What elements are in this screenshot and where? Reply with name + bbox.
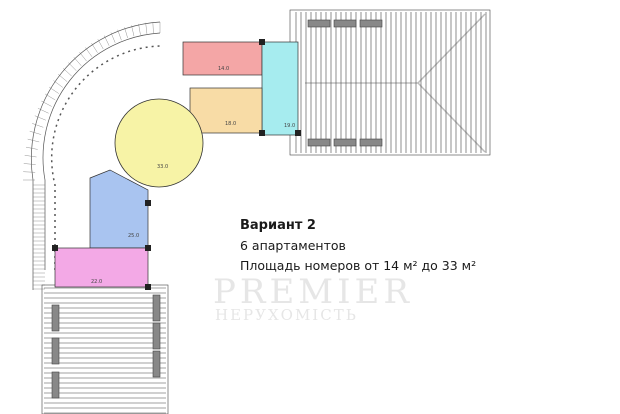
variant-title: Вариант 2 (240, 218, 316, 233)
watermark-brand: PREMIER (213, 272, 413, 312)
svg-text:25.0: 25.0 (128, 233, 139, 239)
room-19: 19.0 (261, 41, 299, 136)
watermark-sub: НЕРУХОМІСТЬ (215, 306, 358, 324)
svg-text:22.0: 22.0 (91, 279, 102, 285)
svg-text:14.0: 14.0 (218, 66, 229, 72)
room-22: 22.0 (54, 247, 149, 288)
plan-info: Вариант 2 6 апартаментов Площадь номеров… (240, 216, 476, 276)
apartments-count: 6 апартаментов (240, 238, 346, 253)
columns (52, 39, 301, 290)
svg-text:18.0: 18.0 (225, 121, 236, 127)
right-roof (289, 9, 491, 156)
room-33: 33.0 (114, 98, 204, 188)
svg-text:19.0: 19.0 (284, 123, 295, 129)
area-range: Площадь номеров от 14 м² до 33 м² (240, 258, 477, 273)
room-14: 14.0 (182, 41, 263, 76)
svg-text:33.0: 33.0 (157, 164, 168, 170)
room-25: 25.0 (89, 169, 149, 249)
bottom-roof (41, 284, 169, 414)
room-18: 18.0 (189, 87, 263, 134)
stair-treads (23, 22, 161, 290)
